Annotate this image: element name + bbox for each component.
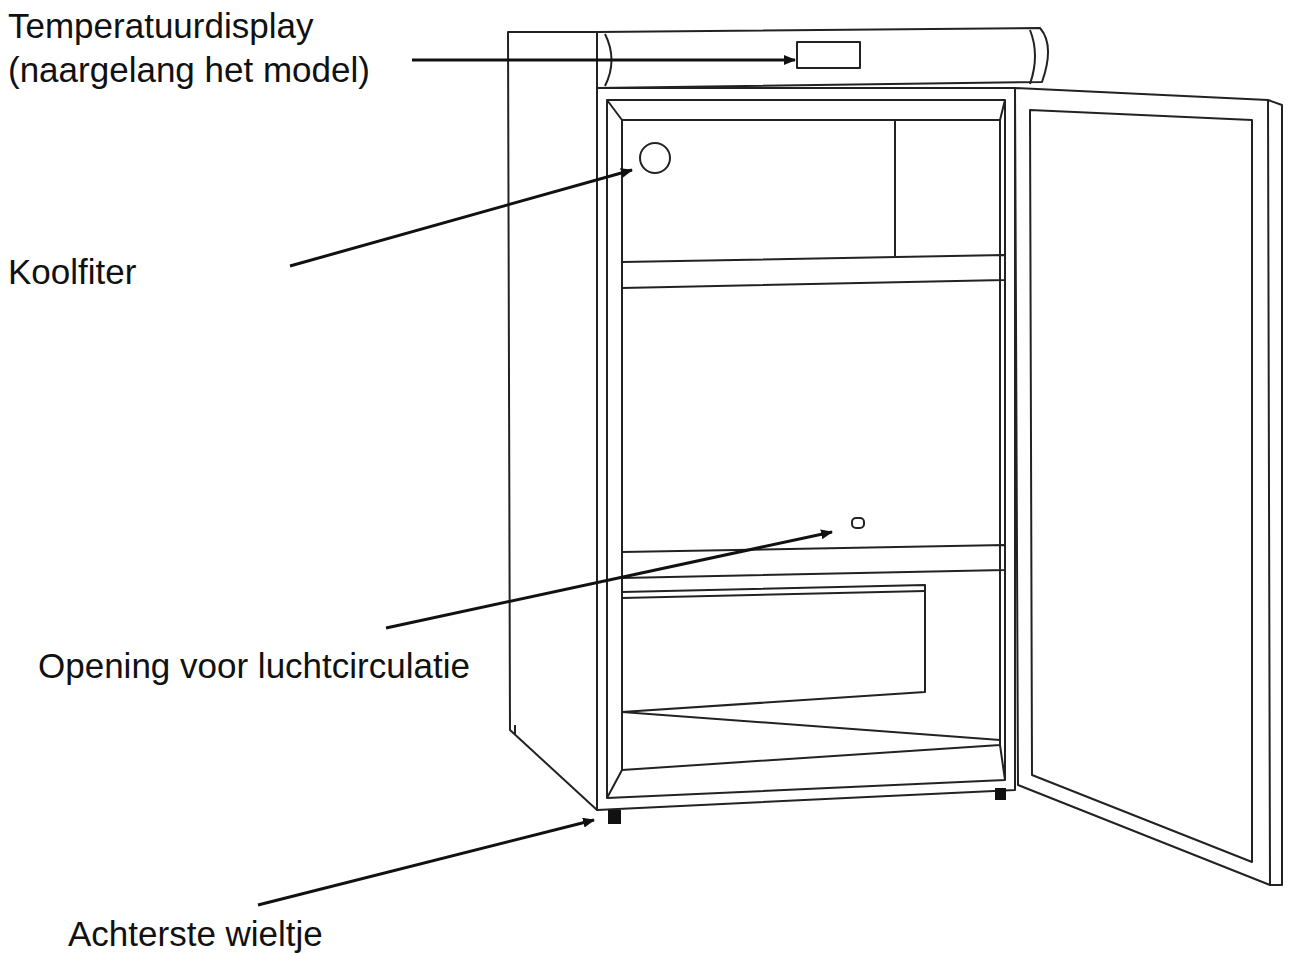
side-panel: [508, 32, 597, 810]
leader-arrow: [290, 170, 632, 266]
part-label: Koolfiter: [8, 250, 308, 294]
shelf: [622, 545, 1005, 578]
leader-arrow: [386, 532, 832, 628]
temperature-display: [797, 42, 860, 68]
drawer: [622, 585, 925, 712]
carbon-filter: [640, 143, 670, 173]
shelf: [622, 255, 1005, 288]
part-label: Opening voor luchtcirculatie: [38, 644, 558, 688]
inner-cavity: [622, 120, 1000, 770]
part-label: Achterste wieltje: [68, 912, 468, 956]
air-opening: [852, 518, 864, 528]
door: [1015, 88, 1270, 885]
leader-arrow: [412, 59, 795, 62]
front-frame: [597, 88, 1015, 810]
rear-wheel: [608, 810, 621, 824]
part-label: Temperatuurdisplay (naargelang het model…: [8, 4, 403, 92]
wheel: [995, 788, 1006, 800]
leader-arrow: [258, 820, 594, 905]
top-panel: [597, 28, 1048, 88]
